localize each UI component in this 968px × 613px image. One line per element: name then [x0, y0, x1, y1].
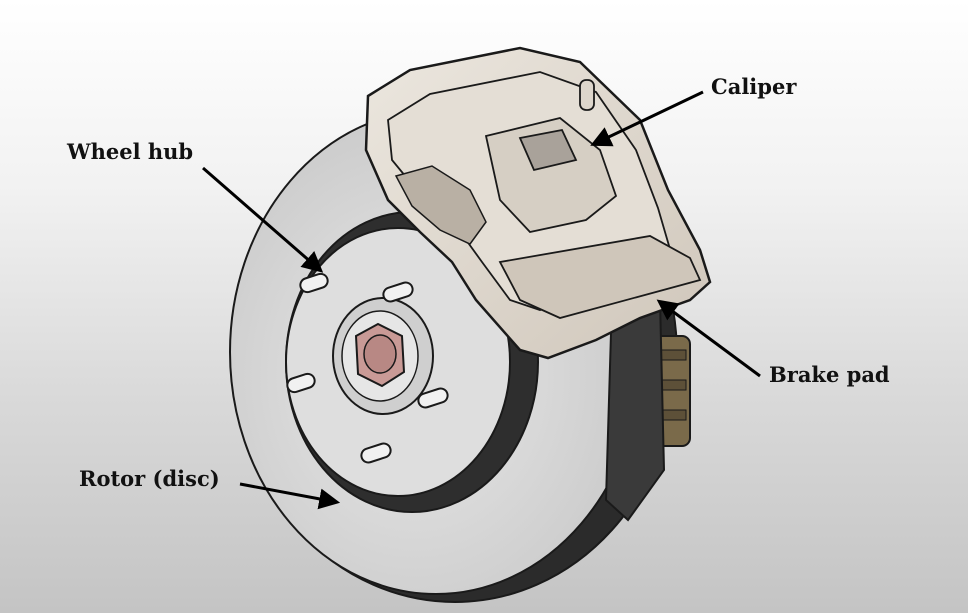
brake-pad: [604, 299, 666, 522]
label-caliper: Caliper: [711, 74, 797, 99]
arrow-caliper: [590, 90, 704, 147]
label-rotor: Rotor (disc): [79, 466, 220, 491]
arrow-wheel-hub: [202, 166, 324, 273]
leader-arrows: [202, 90, 761, 510]
label-wheel-hub: Wheel hub: [67, 139, 194, 164]
arrow-brake-pad: [656, 299, 761, 378]
wheel-hub: [285, 227, 511, 497]
arrow-rotor: [239, 482, 341, 510]
label-brake-pad: Brake pad: [769, 362, 890, 387]
caliper: [364, 46, 712, 360]
lug-studs: [286, 272, 449, 464]
